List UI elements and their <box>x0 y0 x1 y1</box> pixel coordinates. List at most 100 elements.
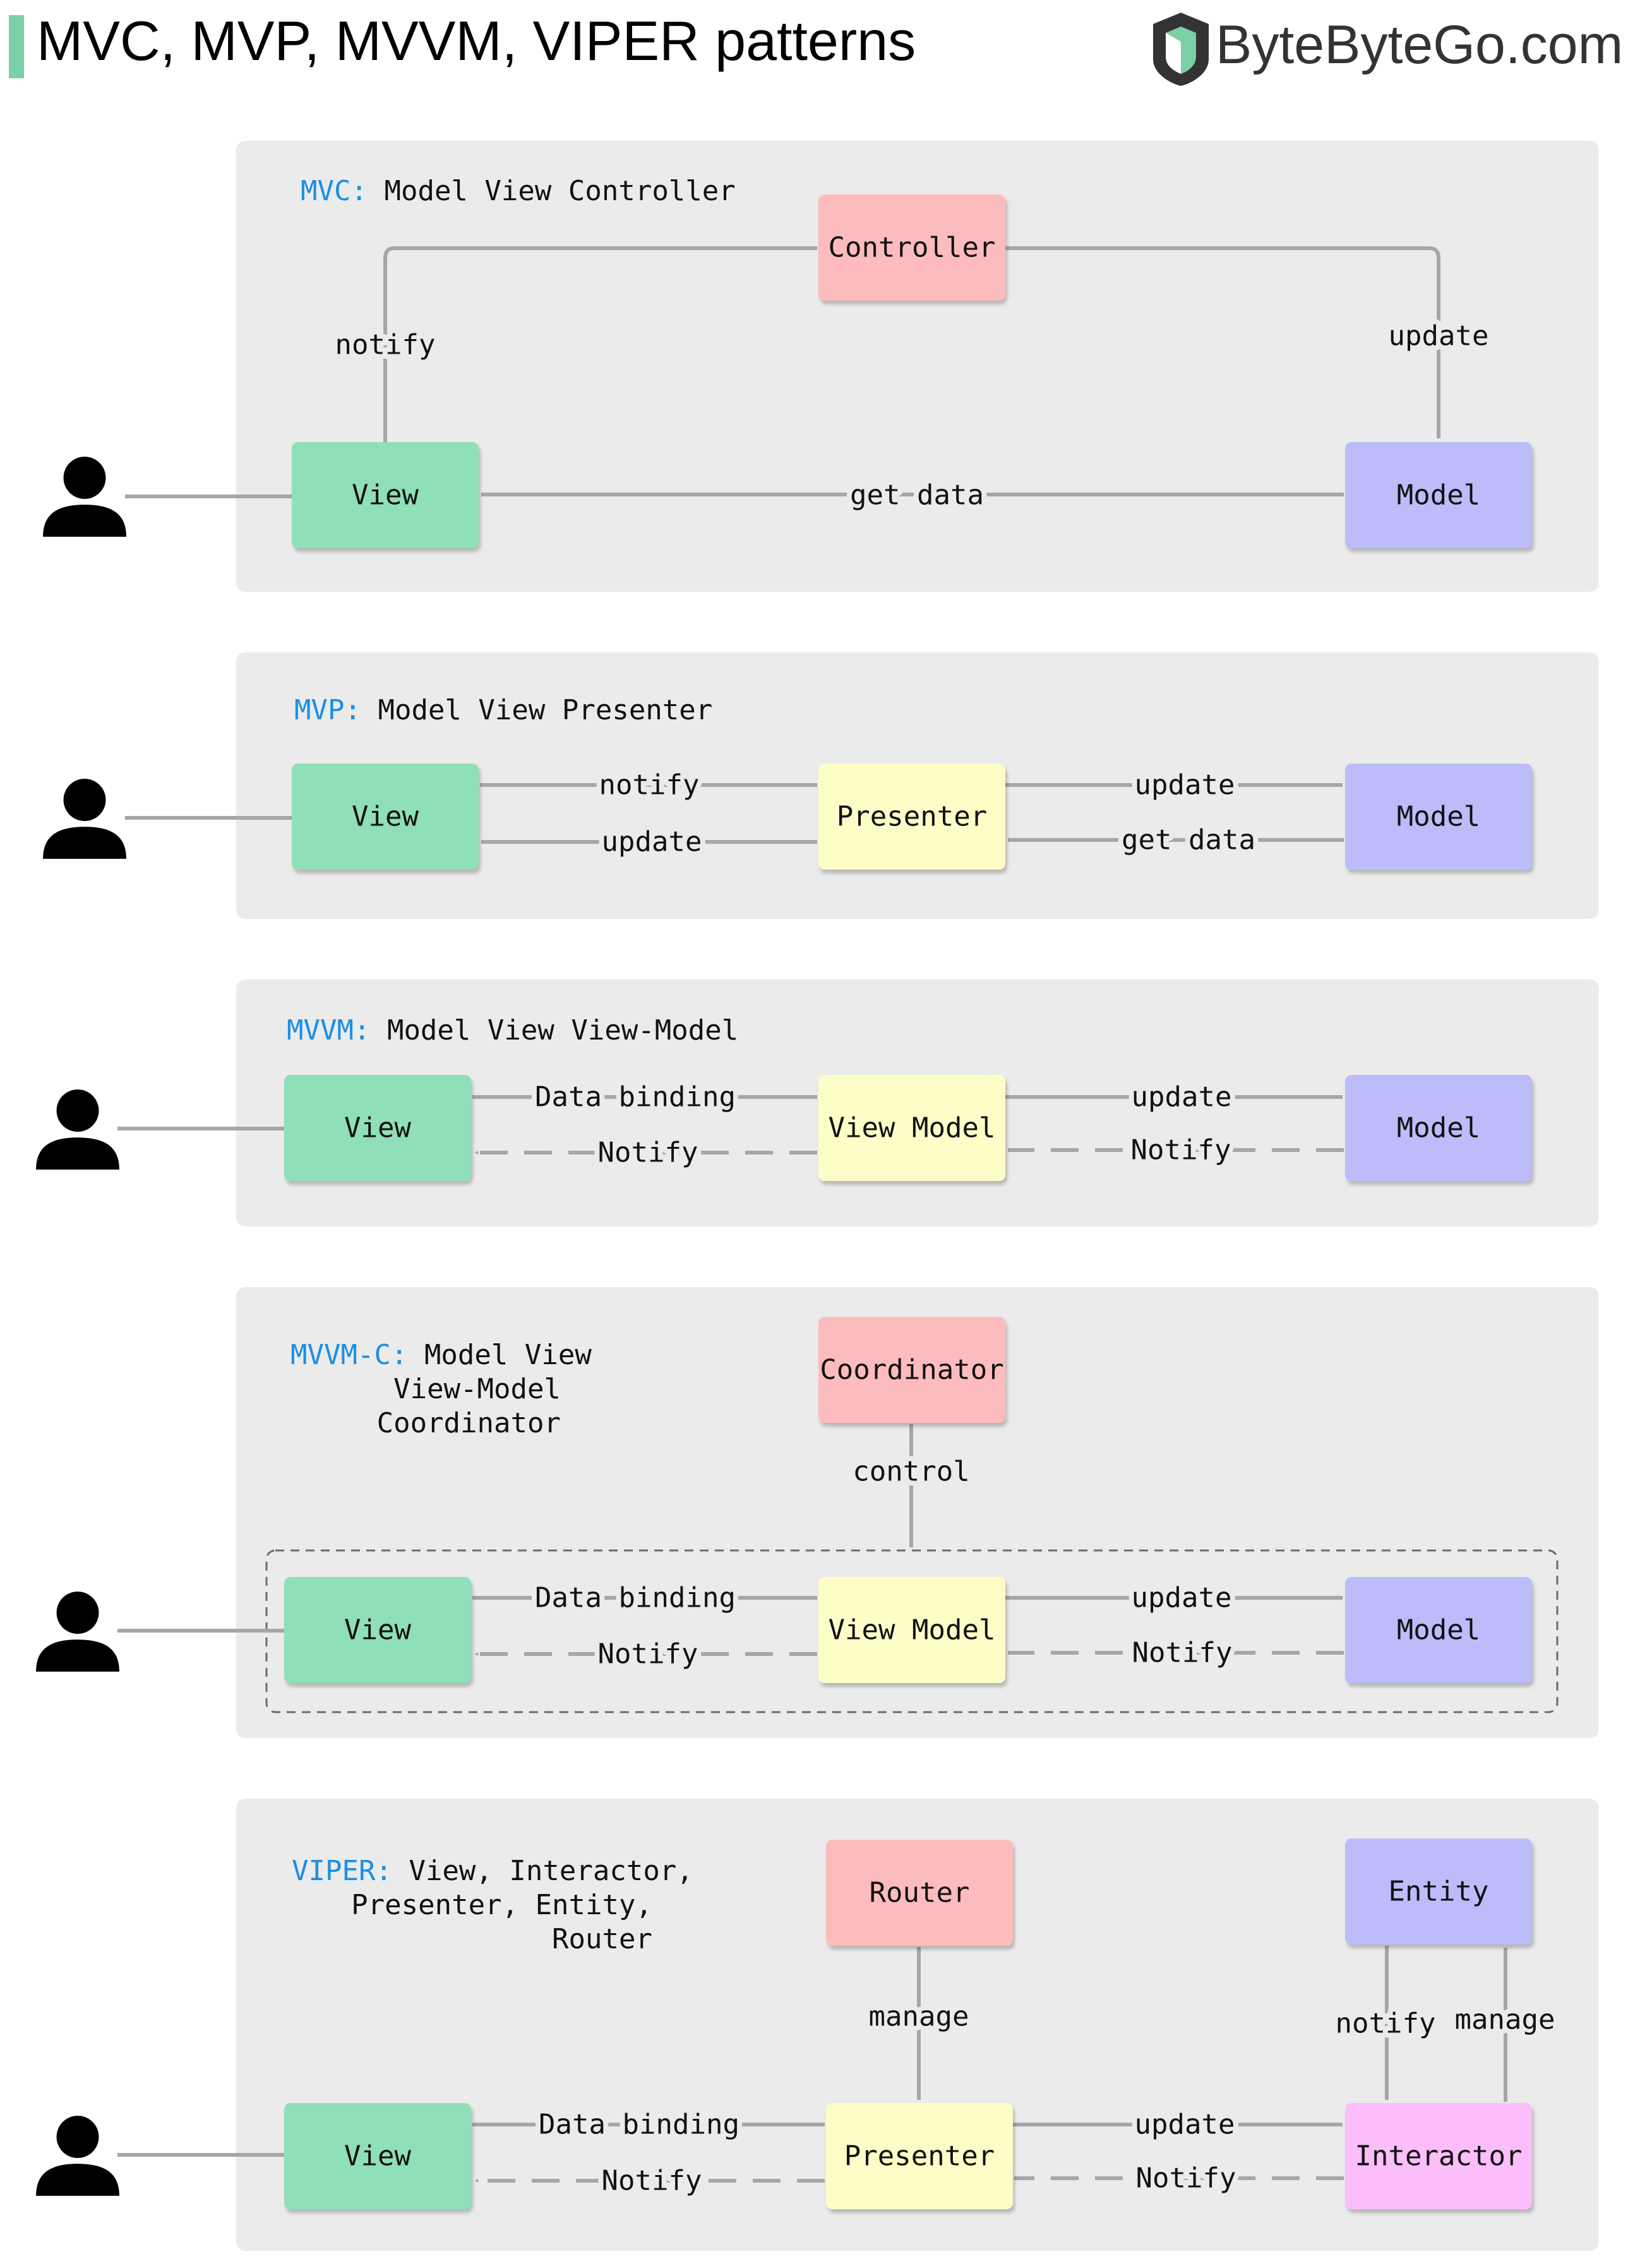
section-title-text: View, Interactor, <box>409 1855 693 1887</box>
node-mvvmc-viewmodel <box>818 1577 1005 1683</box>
node-mvvmc-view <box>284 1577 471 1683</box>
edge-label: update <box>1135 2109 1235 2141</box>
section-title-mvvm: MVVM: Model View View-Model <box>287 1014 738 1046</box>
edge-label: Data binding <box>539 2109 739 2141</box>
node-viper-interactor <box>1345 2103 1532 2209</box>
node-mvvm-model <box>1345 1075 1532 1181</box>
panel-mvvm-c <box>236 1287 1599 1738</box>
brand-name: ByteByteGo.com <box>1216 15 1623 75</box>
edge-label: Notify <box>598 1137 698 1169</box>
node-label: Interactor <box>1355 2140 1523 2173</box>
user-icon <box>43 457 126 537</box>
edge-label: Notify <box>1136 2162 1236 2195</box>
section-title-mvvm-c: MVVM-C: Model View View-Model Coordinato… <box>290 1339 592 1439</box>
section-title-key: MVVM-C: <box>290 1339 407 1371</box>
node-mvc-model <box>1345 442 1532 548</box>
section-title-text: Model View View-Model <box>387 1014 738 1046</box>
node-label: Model <box>1397 479 1480 512</box>
node-label: Model <box>1397 1614 1480 1646</box>
edge-label: Notify <box>598 1638 698 1670</box>
edge-label: update <box>1135 769 1235 801</box>
edges <box>117 246 1507 2183</box>
edge-label: Notify <box>1131 1134 1231 1166</box>
nodes <box>284 195 1532 2209</box>
panel-mvc <box>236 141 1599 592</box>
user-icon <box>36 1089 119 1170</box>
edge-label: update <box>602 826 702 858</box>
node-label: View Model <box>829 1614 996 1646</box>
node-label: Router <box>870 1877 970 1909</box>
edge-label: Notify <box>1132 1637 1233 1669</box>
section-title-key: MVC: <box>301 175 368 207</box>
node-mvvmc-coordinator <box>818 1317 1005 1423</box>
node-labels: Controller View Model View Presenter Mod… <box>344 232 1522 2173</box>
node-mvp-model <box>1345 764 1532 870</box>
section-title-text: Model View Controller <box>384 175 735 207</box>
edge-label: notify <box>599 769 700 801</box>
section-title-text: Model View <box>424 1339 592 1371</box>
user-icon <box>36 2116 119 2196</box>
edge-label: Notify <box>602 2165 702 2197</box>
svg-text:MVVM-C: Model View: MVVM-C: Model View <box>290 1339 592 1371</box>
section-title-text: Presenter, Entity, <box>351 1889 652 1921</box>
node-label: View Model <box>829 1112 996 1144</box>
section-title-key: MVP: <box>294 694 361 726</box>
section-title-text: Router <box>552 1923 652 1955</box>
user-icon <box>36 1592 119 1672</box>
edge-label: update <box>1389 320 1489 352</box>
section-title-text: Model View Presenter <box>378 694 712 726</box>
svg-text:VIPER: View, Interactor,: VIPER: View, Interactor, <box>292 1855 693 1887</box>
node-label: View <box>352 801 419 833</box>
node-viper-presenter <box>826 2103 1013 2209</box>
edge-label: update <box>1132 1081 1232 1113</box>
edge-label: get data <box>850 479 984 512</box>
edge-label: Data binding <box>535 1582 736 1614</box>
edge-labels: notify update get data notify update upd… <box>330 315 1560 2202</box>
node-mvp-presenter <box>818 764 1005 870</box>
header-accent-bar <box>9 15 24 78</box>
node-viper-entity <box>1345 1838 1532 1945</box>
node-label: Model <box>1397 1112 1480 1144</box>
header: MVC, MVP, MVVM, VIPER patterns ByteByteG… <box>9 9 1623 86</box>
node-label: Presenter <box>844 2140 995 2173</box>
section-title-key: MVVM: <box>287 1014 370 1046</box>
node-label: Controller <box>829 232 996 264</box>
edge-label: manage <box>1455 2004 1555 2036</box>
node-label: Presenter <box>837 801 987 833</box>
node-label: View <box>344 2140 411 2173</box>
node-mvvmc-model <box>1345 1577 1532 1683</box>
edge-label: get data <box>1122 824 1255 856</box>
node-label: Entity <box>1389 1876 1489 1908</box>
node-mvc-view <box>292 442 479 548</box>
edge-label: notify <box>1336 2008 1436 2040</box>
section-title-mvp: MVP: Model View Presenter <box>294 694 712 726</box>
section-title-text: Coordinator <box>377 1407 561 1439</box>
node-viper-view <box>284 2103 471 2209</box>
edge-label: manage <box>869 2001 969 2033</box>
section-title-viper: VIPER: View, Interactor, Presenter, Enti… <box>292 1855 693 1955</box>
section-title-key: VIPER: <box>292 1855 392 1887</box>
node-label: View <box>344 1614 411 1646</box>
user-icon <box>43 779 126 859</box>
mvvm-c-group-box <box>265 1549 1559 1713</box>
node-mvvm-viewmodel <box>818 1075 1005 1181</box>
node-label: View <box>352 479 419 512</box>
edge-mvc-controller-model <box>1005 246 1440 439</box>
edge-label: Data binding <box>535 1081 736 1113</box>
section-title-mvc: MVC: Model View Controller <box>301 175 736 207</box>
edge-label: update <box>1132 1582 1232 1614</box>
edge-label: notify <box>335 329 436 361</box>
node-viper-router <box>826 1840 1013 1946</box>
page-title: MVC, MVP, MVVM, VIPER patterns <box>37 9 916 72</box>
edge-label: control <box>853 1456 969 1488</box>
edge-mvc-view-controller <box>383 246 818 442</box>
node-mvp-view <box>292 764 479 870</box>
node-mvvm-view <box>284 1075 471 1181</box>
node-label: Coordinator <box>820 1354 1003 1386</box>
node-label: Model <box>1397 801 1480 833</box>
bytebytego-logo-icon <box>1153 13 1209 86</box>
node-mvc-controller <box>818 195 1005 301</box>
node-label: View <box>344 1112 411 1144</box>
